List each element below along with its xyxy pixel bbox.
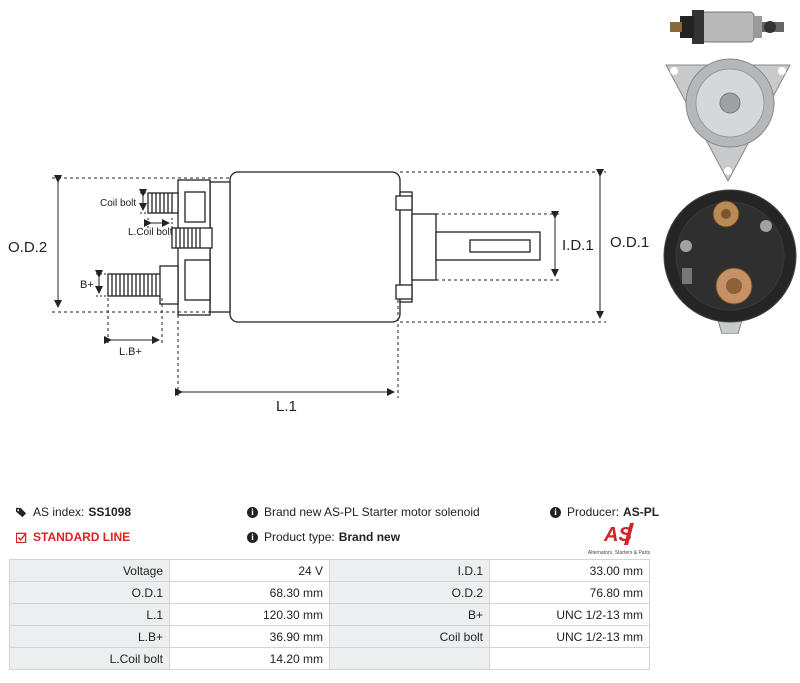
od2-label: O.D.2 — [8, 239, 47, 256]
spec-value: 33.00 mm — [489, 559, 650, 582]
spec-value: UNC 1/2-13 mm — [489, 625, 650, 648]
spec-value: UNC 1/2-13 mm — [489, 603, 650, 626]
solenoid-technical-drawing: O.D.2 O.D.1 I.D.1 L.1 L.B+ B+ Coil bolt … — [8, 169, 649, 415]
spec-value: 76.80 mm — [489, 581, 650, 604]
description: i Brand new AS-PL Starter motor solenoid — [247, 505, 480, 519]
as-index-value: SS1098 — [88, 505, 132, 519]
od1-label: O.D.1 — [610, 234, 649, 251]
logo-tagline: Alternators, Starters & Parts — [587, 550, 651, 556]
spec-value — [489, 647, 650, 670]
spec-value: 24 V — [169, 559, 330, 582]
logo-mark-text: AS — [603, 524, 632, 546]
lb-label: L.B+ — [119, 346, 142, 358]
spec-key: Coil bolt — [329, 625, 490, 648]
spec-value: 68.30 mm — [169, 581, 330, 604]
info-icon: i — [550, 506, 561, 518]
spec-key: L.B+ — [9, 625, 170, 648]
solenoid-side-photo — [670, 10, 784, 44]
bplus-label: B+ — [80, 279, 94, 291]
spec-key: I.D.1 — [329, 559, 490, 582]
as-pl-logo: AS Alternators, Starters & Parts — [586, 521, 652, 556]
description-text: Brand new AS-PL Starter motor solenoid — [264, 505, 480, 519]
l-coil-bolt-label: L.Coil bolt — [128, 227, 173, 238]
spec-key: L.Coil bolt — [9, 647, 170, 670]
as-index: AS index: SS1098 — [16, 505, 131, 519]
spec-value: 36.90 mm — [169, 625, 330, 648]
id1-label: I.D.1 — [562, 237, 594, 254]
spec-key: O.D.2 — [329, 581, 490, 604]
producer-value: AS-PL — [623, 505, 660, 519]
spec-value: 120.30 mm — [169, 603, 330, 626]
spec-key: L.1 — [9, 603, 170, 626]
info-icon: i — [247, 506, 258, 518]
product-type: i Product type: Brand new — [247, 530, 400, 544]
l1-label: L.1 — [276, 398, 297, 415]
solenoid-rear-photo — [665, 58, 791, 182]
product-line: STANDARD LINE — [16, 530, 130, 544]
coil-bolt-label: Coil bolt — [100, 198, 136, 209]
product-type-value: Brand new — [338, 530, 401, 544]
spec-key: B+ — [329, 603, 490, 626]
spec-value: 14.20 mm — [169, 647, 330, 670]
as-logo-mark: AS — [603, 523, 634, 546]
standard-line-label: STANDARD LINE — [33, 530, 131, 544]
spec-key: Voltage — [9, 559, 170, 582]
as-index-label: AS index: — [33, 505, 85, 519]
producer: i Producer: AS-PL — [550, 505, 659, 519]
tags-icon — [16, 507, 27, 517]
spec-key: O.D.1 — [9, 581, 170, 604]
info-icon: i — [247, 531, 258, 543]
product-type-label: Product type: — [264, 530, 335, 544]
checkbox-icon — [16, 532, 27, 543]
spec-key — [329, 647, 490, 670]
solenoid-terminal-photo — [663, 189, 797, 334]
producer-label: Producer: — [567, 505, 620, 519]
